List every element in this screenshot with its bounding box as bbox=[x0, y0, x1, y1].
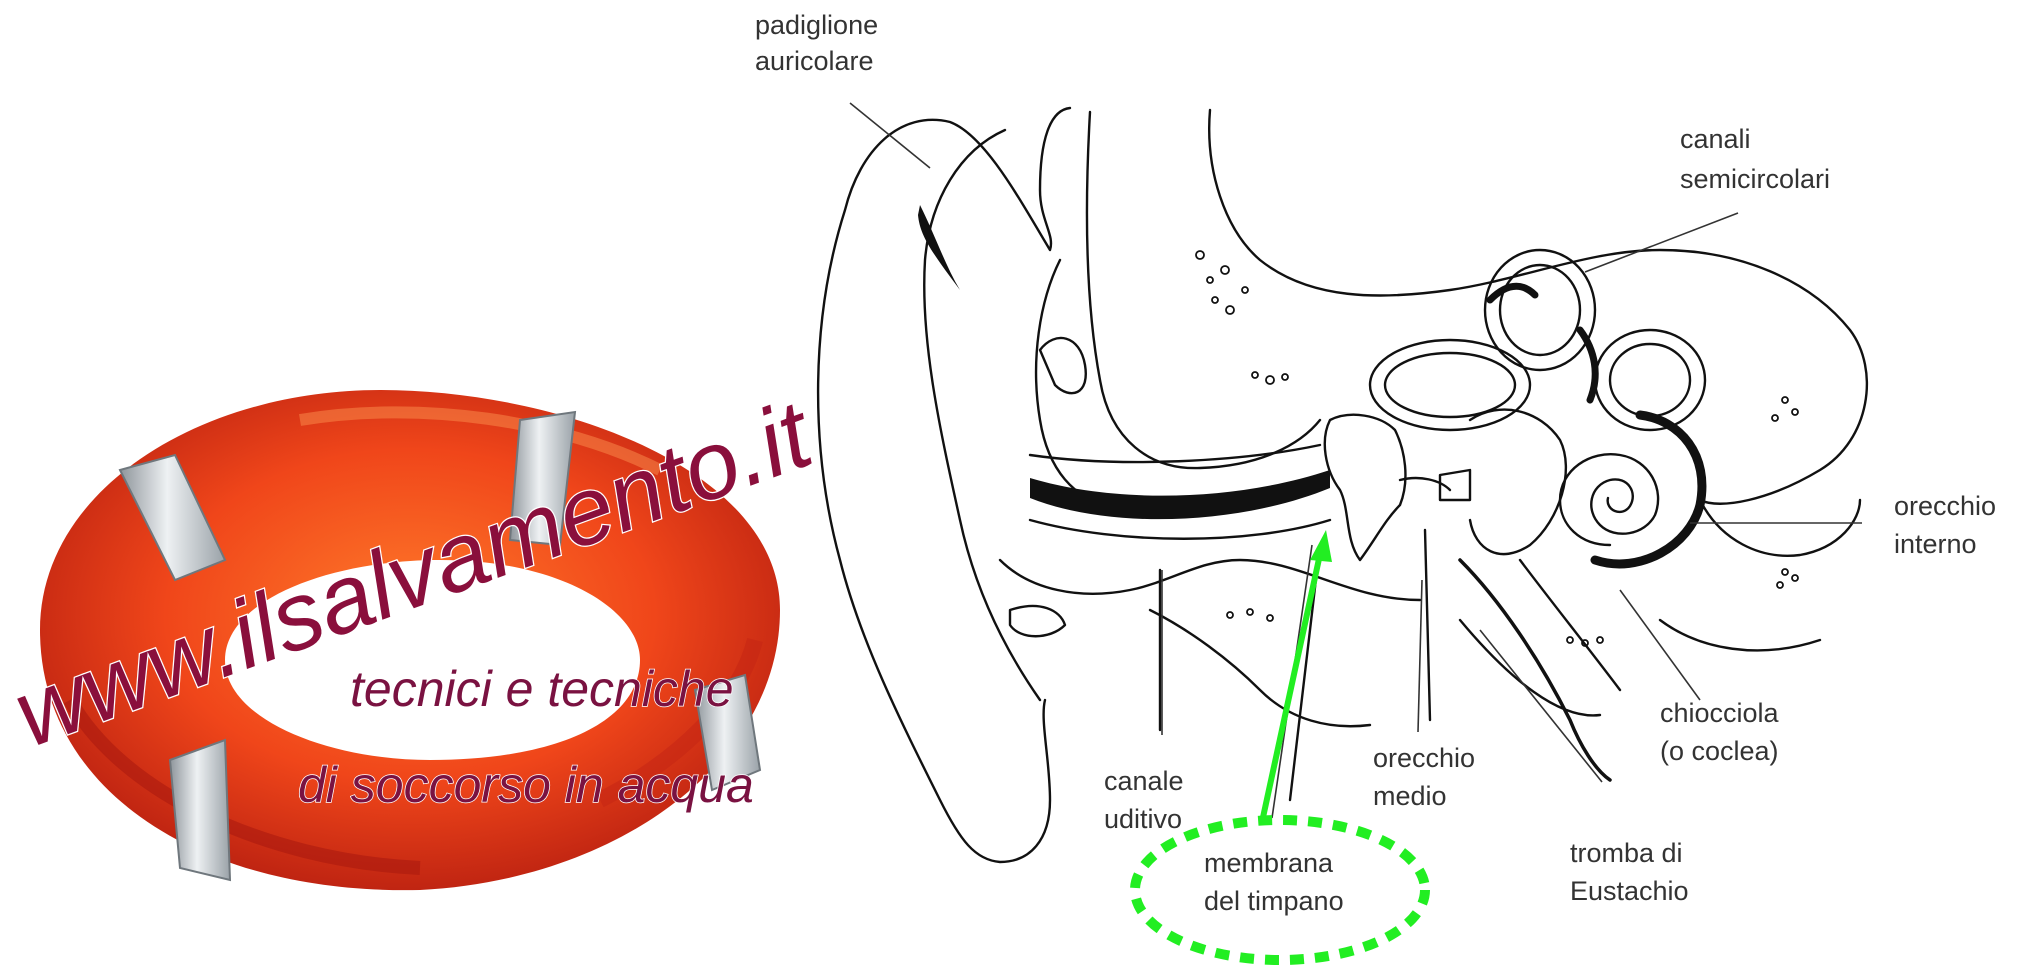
antihelix bbox=[1036, 260, 1110, 505]
highlight-arrow-head bbox=[1310, 530, 1332, 562]
skull-outline bbox=[1087, 112, 1320, 468]
helix-rim bbox=[924, 130, 1040, 700]
label-padiglione-auricolare: padiglione auricolare bbox=[755, 10, 886, 76]
ear-canal bbox=[1030, 470, 1330, 519]
chiocciola-leader bbox=[1620, 590, 1700, 700]
orecchio-medio-leader bbox=[1418, 580, 1422, 732]
lifebuoy-logo: www.ilsalvamento.it tecnici e tecniche d… bbox=[1, 380, 828, 891]
ossicles bbox=[1325, 415, 1406, 560]
label-chiocciola: chiocciola (o coclea) bbox=[1660, 698, 1786, 766]
label-tromba-di-eustachio: tromba di Eustachio bbox=[1570, 838, 1690, 906]
semicircular-canals bbox=[1370, 250, 1705, 430]
label-canale-uditivo: canale uditivo bbox=[1104, 766, 1191, 834]
padiglione-leader bbox=[850, 103, 930, 168]
canali-leader bbox=[1585, 213, 1738, 272]
label-canali-semicircolari: canali semicircolari bbox=[1680, 124, 1830, 194]
tromba-leader bbox=[1480, 630, 1602, 782]
lifebuoy-band bbox=[170, 740, 230, 880]
label-orecchio-interno: orecchio interno bbox=[1894, 491, 2004, 559]
cochlea-spiral bbox=[1560, 415, 1702, 564]
label-membrana-del-timpano: membrana del timpano bbox=[1204, 848, 1344, 916]
logo-tagline-line2: di soccorso in acqua bbox=[298, 757, 754, 813]
label-orecchio-medio: orecchio medio bbox=[1373, 743, 1483, 811]
logo-tagline-line1: tecnici e tecniche bbox=[350, 661, 734, 717]
